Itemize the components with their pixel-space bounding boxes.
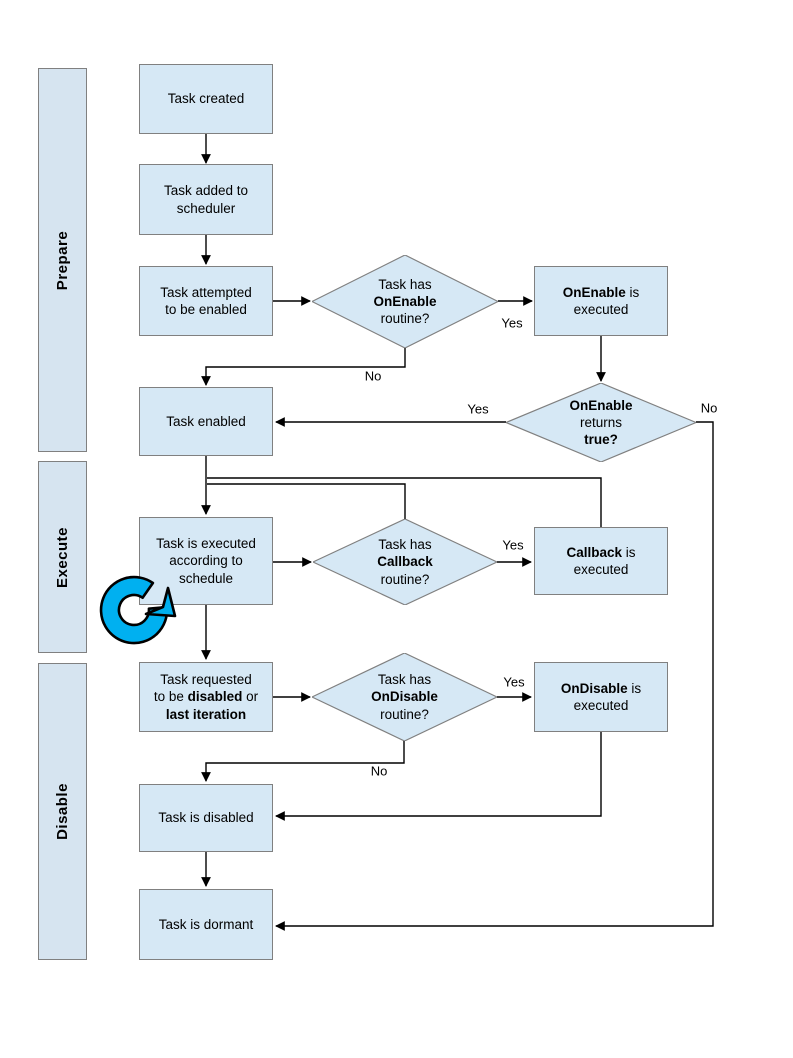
lane-prepare-label: Prepare [54, 230, 71, 290]
edge-label-no: No [700, 400, 718, 416]
edge-callbackexec-loop-return [207, 477, 602, 527]
edge-ondisableexec-to-disabled [275, 732, 602, 821]
edge-hascallback-loop-return [207, 483, 406, 519]
edge-hasonenable-no [201, 348, 406, 386]
edge-label-yes: Yes [502, 537, 524, 553]
node-label: Task enabled [166, 413, 246, 429]
node-task-is-dormant: Task is dormant [139, 889, 273, 960]
diamond-shape [312, 653, 497, 741]
edge-label-yes: Yes [501, 315, 523, 331]
node-task-is-disabled: Task is disabled [139, 784, 273, 852]
diamond-shape [313, 519, 497, 605]
node-label: Task created [167, 91, 245, 107]
node-task-enabled: Task enabled [139, 387, 273, 456]
edge-label-no: No [364, 368, 382, 384]
node-label: Task is disabled [158, 810, 254, 826]
lane-execute: Execute [38, 461, 87, 653]
diamond-shape [506, 383, 696, 462]
edge-returns-no-to-dormant [275, 421, 714, 931]
edge-label-no: No [370, 763, 388, 779]
node-task-created: Task created [139, 64, 273, 134]
lane-execute-label: Execute [54, 526, 72, 588]
diamond-shape [312, 255, 498, 348]
lane-prepare: Prepare [38, 68, 87, 452]
lane-disable: Disable [38, 663, 87, 960]
edge-hasondisable-no [201, 741, 405, 782]
edge-label-yes: Yes [503, 674, 525, 690]
node-label: Task is dormant [158, 916, 254, 932]
edge-label-yes: Yes [467, 401, 489, 417]
lane-disable-label: Disable [54, 783, 72, 840]
